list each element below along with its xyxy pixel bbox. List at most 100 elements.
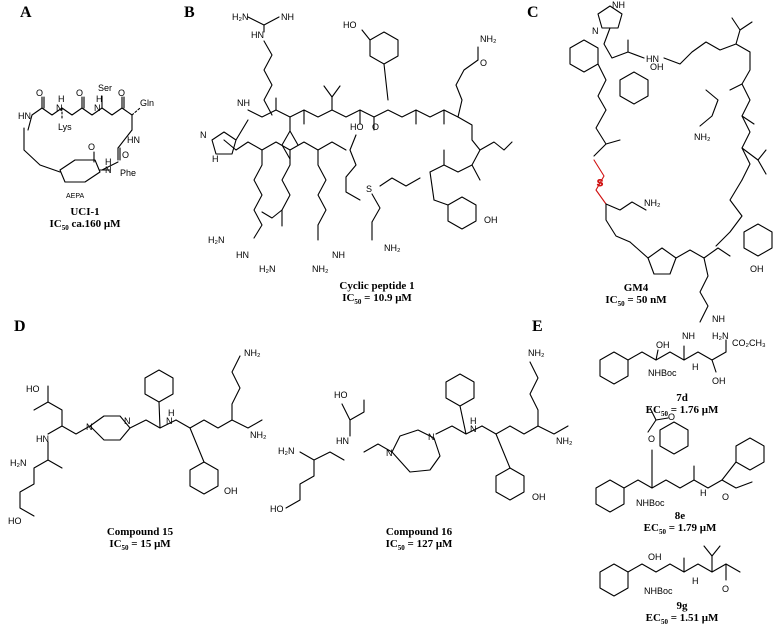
- residue-label-gln: Gln: [140, 98, 154, 108]
- residue-label-aepa: AEPA: [66, 193, 84, 200]
- atom-label: OH: [656, 340, 670, 350]
- activity-subscript: 50: [61, 224, 69, 233]
- atom-label: OH: [648, 552, 662, 562]
- atom-label: HN: [336, 436, 349, 446]
- panel-letter-c: C: [527, 4, 539, 21]
- atom-label: O: [372, 122, 379, 132]
- atom-label: NH₂: [312, 264, 329, 274]
- activity-value: = 10.9 μM: [361, 292, 412, 304]
- activity-subscript: 50: [617, 300, 625, 309]
- compound-name: 7d: [676, 392, 688, 404]
- structure-gm4: NH N HN NH₂ OH OH S NH₂ NH H₂N: [569, 0, 773, 341]
- atom-label: N: [86, 422, 93, 432]
- atom-label: O: [88, 142, 95, 152]
- atom-label: O: [480, 58, 487, 68]
- atom-label: NH: [281, 12, 294, 22]
- atom-label: H: [212, 154, 219, 164]
- activity-label: IC: [605, 294, 618, 306]
- atom-label: HN: [251, 30, 264, 40]
- atom-label: NH: [682, 331, 695, 341]
- structure-8e: O O O NHBoc H: [595, 407, 765, 513]
- compound-name: Compound 16: [385, 526, 453, 538]
- atom-label: O: [76, 88, 83, 98]
- activity-value: = 127 μM: [404, 538, 453, 550]
- atom-label: N: [592, 26, 599, 36]
- panel-letter-e: E: [532, 318, 543, 335]
- caption-cyclic-peptide-1: Cyclic peptide 1 IC50 = 10.9 μM: [312, 280, 442, 306]
- atom-label: H: [96, 94, 103, 104]
- activity-value: = 50 nM: [624, 294, 667, 306]
- panel-letter-a: A: [20, 4, 32, 21]
- activity-value: = 15 μM: [128, 538, 171, 550]
- atom-label: OH: [750, 264, 764, 274]
- atom-label: NHBoc: [648, 368, 677, 378]
- activity-label: IC: [49, 218, 62, 230]
- compound-name: Cyclic peptide 1: [339, 280, 415, 292]
- atom-label: N: [470, 424, 477, 434]
- atom-label: N: [124, 416, 131, 426]
- atom-label: NHBoc: [644, 586, 673, 596]
- atom-label: NH₂: [384, 243, 401, 253]
- atom-label: N: [94, 103, 101, 113]
- atom-label: NH: [712, 314, 725, 324]
- atom-label: O: [722, 584, 729, 594]
- atom-label: HO: [350, 122, 364, 132]
- caption-9g: 9g EC50 = 1.51 μM: [632, 600, 732, 626]
- atom-label: H: [168, 408, 175, 418]
- atom-label: HN: [36, 434, 49, 444]
- atom-label: H₂N: [278, 446, 295, 456]
- panel-letter-b: B: [184, 4, 195, 21]
- caption-compound-15: Compound 15 IC50 = 15 μM: [90, 526, 190, 552]
- atom-label: S: [366, 184, 372, 194]
- atom-label: NH₂: [480, 34, 497, 44]
- atom-label: O: [122, 150, 129, 160]
- atom-label: H: [105, 157, 112, 167]
- atom-label: NH₂: [556, 436, 573, 446]
- activity-label: EC: [645, 404, 661, 416]
- atom-label: H: [58, 94, 65, 104]
- activity-value: ca.160 μM: [68, 218, 121, 230]
- structure-9g: OH O NHBoc H: [599, 545, 741, 597]
- caption-compound-16: Compound 16 IC50 = 127 μM: [364, 526, 474, 552]
- atom-label: H₂N: [712, 331, 729, 341]
- atom-label: NH₂: [644, 198, 661, 208]
- activity-subscript: 50: [660, 618, 668, 627]
- activity-subscript: 50: [397, 544, 405, 553]
- atom-label: HN: [127, 135, 140, 145]
- compound-name: Compound 15: [106, 526, 174, 538]
- atom-label: HO: [343, 20, 357, 30]
- atom-label: H₂N: [259, 264, 276, 274]
- atom-label: HN: [646, 54, 659, 64]
- atom-label: HO: [334, 390, 348, 400]
- atom-label: N: [200, 130, 207, 140]
- atom-label: O: [118, 88, 125, 98]
- panel-letter-d: D: [14, 318, 26, 335]
- atom-label: N: [386, 448, 393, 458]
- activity-value: = 1.79 μM: [665, 522, 717, 534]
- atom-label: OH: [532, 492, 546, 502]
- activity-label: IC: [109, 538, 122, 550]
- atom-label: H₂N: [232, 12, 249, 22]
- atom-label: S: [597, 178, 603, 188]
- activity-subscript: 50: [658, 528, 666, 537]
- atom-label: H₂N: [208, 235, 225, 245]
- caption-7d: 7d EC50 = 1.76 μM: [632, 392, 732, 418]
- activity-subscript: 50: [121, 544, 129, 553]
- atom-label: O: [722, 492, 729, 502]
- activity-value: = 1.76 μM: [667, 404, 719, 416]
- structure-7d: OH H CO₂CH₃ OH NHBoc: [599, 338, 766, 386]
- atom-label: NHBoc: [636, 498, 665, 508]
- activity-subscript: 50: [354, 298, 362, 307]
- atom-label: H: [692, 576, 699, 586]
- atom-label: OH: [650, 62, 664, 72]
- atom-label: OH: [712, 376, 726, 386]
- atom-label: HO: [270, 504, 284, 514]
- atom-label: NH₂: [244, 348, 261, 358]
- atom-label: CO₂CH₃: [732, 338, 766, 348]
- activity-subscript: 50: [660, 410, 668, 419]
- atom-label: NH₂: [694, 132, 711, 142]
- atom-label: NH: [237, 98, 250, 108]
- atom-label: O: [36, 88, 43, 98]
- activity-label: IC: [385, 538, 398, 550]
- atom-label: NH₂: [250, 430, 267, 440]
